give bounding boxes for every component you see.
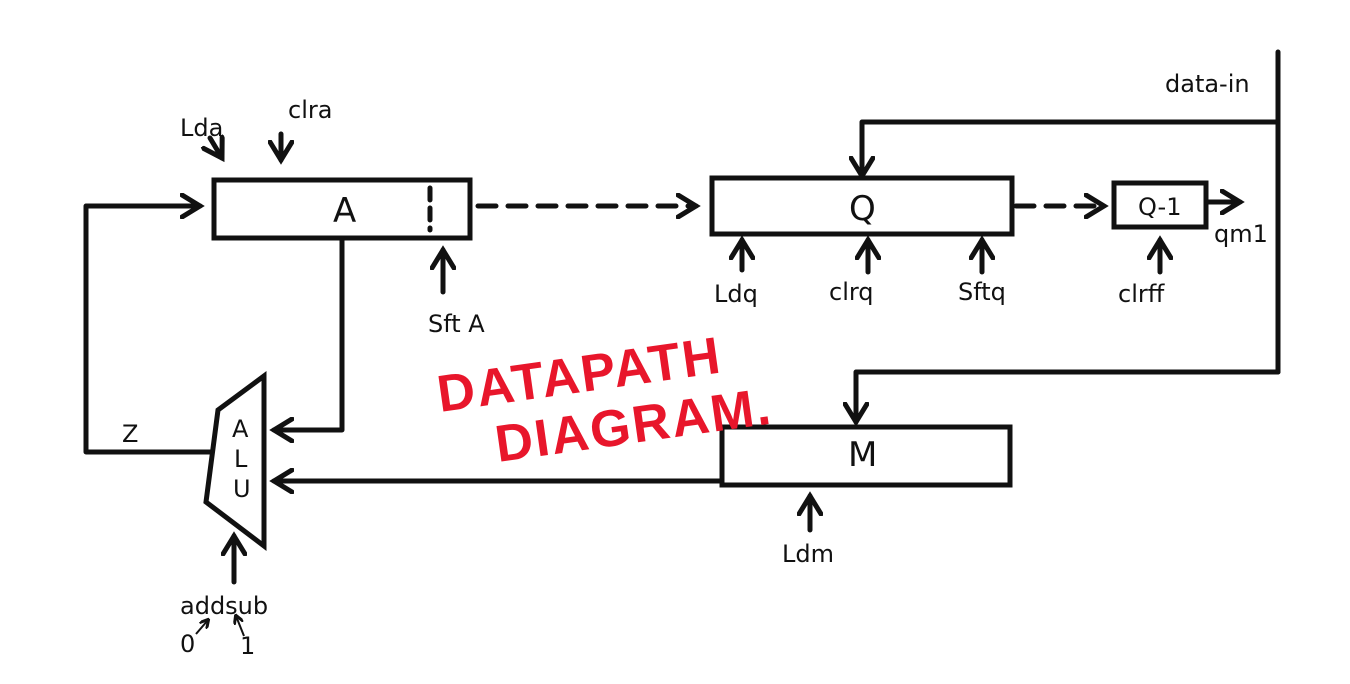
z-feedback-wire (83, 206, 213, 455)
data-in-label: data-in (1165, 70, 1250, 98)
register-a (211, 177, 473, 241)
clrq-label: clrq (829, 278, 874, 306)
lda-arrow (210, 138, 222, 158)
ldq-label: Ldq (714, 280, 758, 308)
data-in-bus (856, 49, 1281, 422)
clrff-label: clrff (1118, 280, 1165, 308)
z-label: Z (122, 420, 138, 448)
sub-value-label: 1 (240, 632, 255, 660)
clra-label: clra (288, 96, 332, 124)
register-q-label: Q (849, 189, 876, 229)
register-q-minus-1 (1111, 180, 1209, 230)
lda-label: Lda (180, 114, 223, 142)
register-a-label: A (333, 191, 356, 231)
register-q-minus-1-label: Q-1 (1138, 193, 1182, 221)
add-value-label: 0 (180, 630, 195, 658)
alu-label-1: A (232, 415, 249, 443)
ldm-label: Ldm (782, 540, 834, 568)
alu-label-3: U (233, 475, 251, 503)
alu (203, 371, 267, 552)
register-m-label: M (848, 435, 877, 475)
add-value-arrow (195, 620, 208, 635)
sfta-label: Sft A (428, 310, 485, 338)
alu-label-2: L (234, 445, 248, 473)
register-q (709, 175, 1015, 237)
addsub-label: addsub (180, 592, 268, 620)
sftq-label: Sftq (958, 278, 1006, 306)
sub-value-arrow (236, 616, 245, 637)
qm1-output-label: qm1 (1214, 220, 1268, 248)
a-to-alu-wire (274, 235, 345, 430)
register-m (719, 424, 1013, 488)
